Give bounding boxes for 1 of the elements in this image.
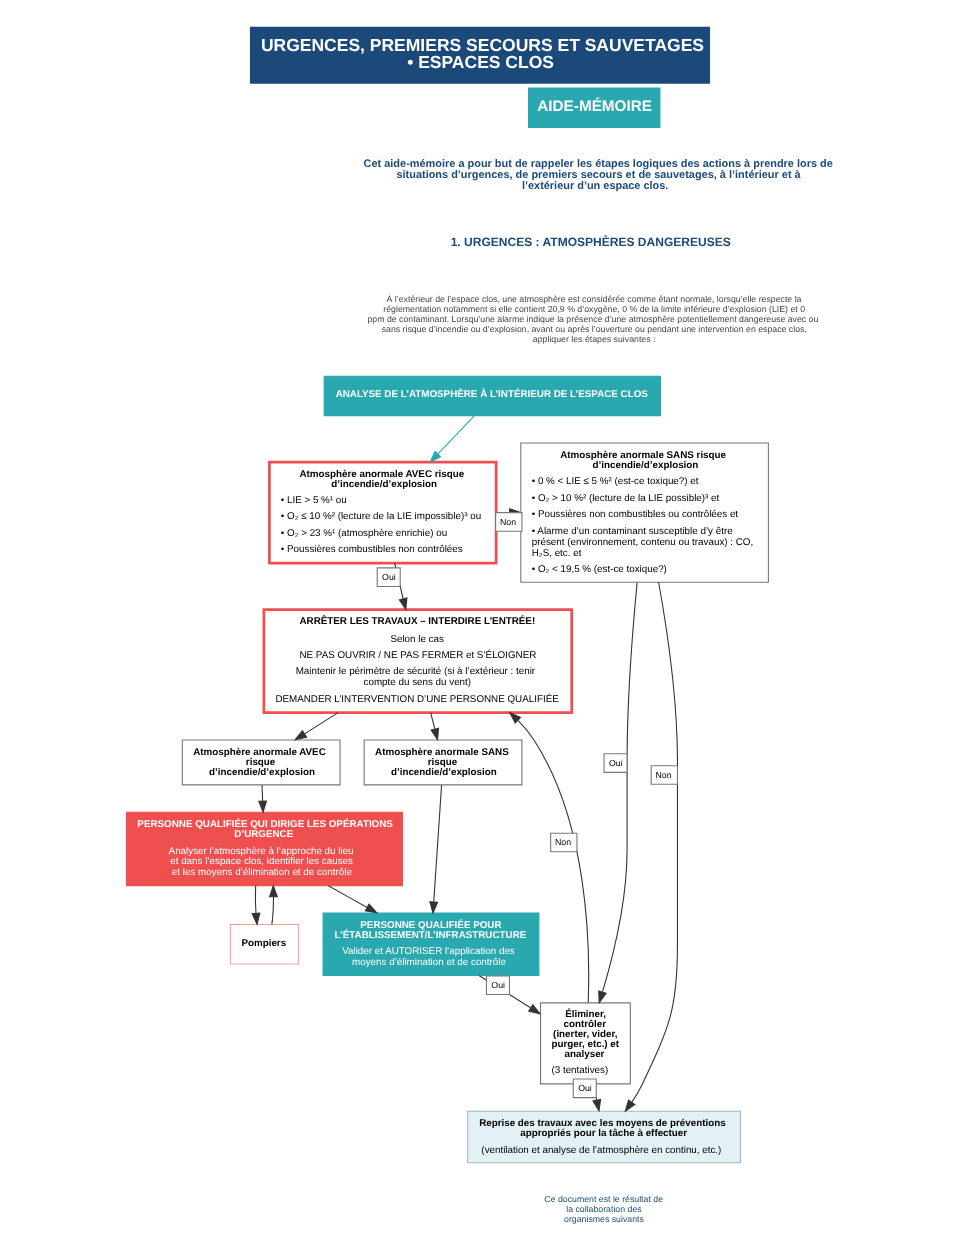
diagram-title: URGENCES, PREMIERS SECOURS ET SAUVETAGES • ESPACES CLOS bbox=[260, 33, 704, 72]
